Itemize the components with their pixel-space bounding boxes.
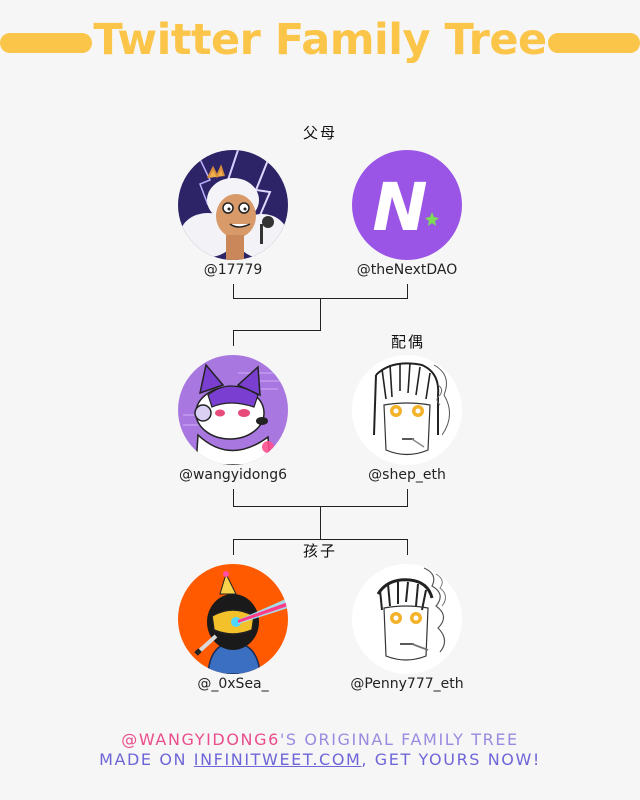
page-title: Twitter Family Tree xyxy=(93,15,547,65)
parent-2-handle[interactable]: @theNextDAO xyxy=(356,262,458,278)
parents-label: 父母 xyxy=(302,124,337,142)
self-connector xyxy=(233,489,234,507)
parent-2-connector xyxy=(407,284,408,299)
child-2-handle[interactable]: @Penny777_eth xyxy=(350,676,464,692)
parents-to-self-line xyxy=(233,330,321,331)
parent-1-connector xyxy=(233,284,234,299)
footer-owner[interactable]: @WANGYIDONG6 xyxy=(121,730,280,749)
footer-line-2-rest: , GET YOURS NOW! xyxy=(361,750,541,769)
header-bar-right xyxy=(548,33,640,53)
couple-stem-line xyxy=(320,506,321,540)
parent-1-handle[interactable]: @17779 xyxy=(203,262,263,278)
spouse-label: 配偶 xyxy=(390,333,425,351)
child-2-avatar[interactable] xyxy=(352,564,462,674)
self-drop-line xyxy=(233,330,234,346)
footer-made-on: MADE ON xyxy=(99,750,194,769)
parents-stem-line xyxy=(320,298,321,331)
parent-1-avatar[interactable] xyxy=(178,150,288,260)
infinitweet-link[interactable]: INFINITWEET.COM xyxy=(193,750,362,769)
self-avatar[interactable] xyxy=(178,355,288,465)
parent-2-avatar[interactable]: N xyxy=(352,150,462,260)
spouse-avatar[interactable] xyxy=(352,355,462,465)
header-bar-left xyxy=(0,33,92,53)
children-label: 孩子 xyxy=(302,542,337,560)
spouse-connector xyxy=(407,489,408,507)
self-handle[interactable]: @wangyidong6 xyxy=(178,467,288,483)
purple-fox-avatar-icon xyxy=(178,355,288,465)
cartoon-dog-avatar-icon xyxy=(178,150,288,260)
n-logo-letter: N xyxy=(372,169,427,246)
n-logo-avatar-icon: N xyxy=(352,150,462,260)
spouse-handle[interactable]: @shep_eth xyxy=(368,467,446,483)
sketch-smoker-avatar-icon xyxy=(352,564,462,674)
sketch-face-avatar-icon xyxy=(352,355,462,465)
child-1-handle[interactable]: @_0xSea_ xyxy=(197,676,269,692)
footer-line-2: MADE ON INFINITWEET.COM, GET YOURS NOW! xyxy=(0,750,640,769)
ninja-laser-avatar-icon xyxy=(178,564,288,674)
child-1-avatar[interactable] xyxy=(178,564,288,674)
child-2-drop-line xyxy=(407,539,408,555)
footer-line-1: @WANGYIDONG6'S ORIGINAL FAMILY TREE xyxy=(0,730,640,749)
children-join-line xyxy=(233,539,408,540)
footer-line-1-rest: 'S ORIGINAL FAMILY TREE xyxy=(279,730,519,749)
child-1-drop-line xyxy=(233,539,234,555)
